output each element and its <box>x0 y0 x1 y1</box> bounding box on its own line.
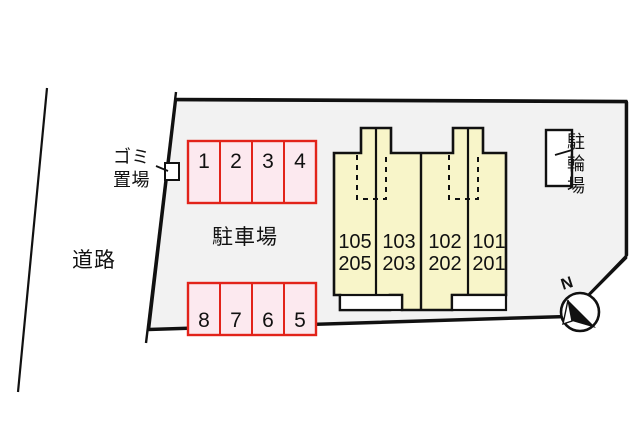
parking-stall-number: 8 <box>198 309 210 332</box>
road-outer-edge <box>16 87 49 393</box>
parking-stall-number: 6 <box>262 309 274 332</box>
bicycle-parking-char-2: 輪 <box>567 154 585 174</box>
compass-north-label: N <box>559 274 575 294</box>
garbage-area-label-line1: ゴミ <box>113 147 150 167</box>
entrance-notch-left <box>338 293 404 312</box>
parking-stall-number: 4 <box>294 150 306 173</box>
bicycle-parking-leader <box>554 149 573 156</box>
garbage-area-label-top: ゴミ <box>113 147 150 167</box>
parking-lot-label: 駐車場 <box>212 226 278 249</box>
compass-north-text: N <box>559 274 575 294</box>
unit-number-floor2: 201 <box>472 253 505 275</box>
garbage-area-label-line2: 置場 <box>113 170 150 190</box>
upper-parking-row: 1 2 3 4 <box>186 139 318 205</box>
parking-stall-number: 3 <box>262 150 274 173</box>
unit-number-floor1: 103 <box>382 231 415 253</box>
apartment-building: 105 103 102 101 205 203 202 201 <box>332 126 508 312</box>
parking-stall-number: 2 <box>230 150 242 173</box>
parking-stall-number: 7 <box>230 309 242 332</box>
bicycle-parking-char-3: 場 <box>567 176 585 196</box>
garbage-area-leader <box>155 165 169 172</box>
lower-parking-row: 8 7 6 5 <box>186 281 318 337</box>
bicycle-parking-area <box>544 128 574 188</box>
unit-number-floor2: 205 <box>338 253 371 275</box>
lot-top-edge <box>175 98 629 104</box>
compass-needle-light <box>562 299 573 326</box>
garbage-area-marker <box>164 162 180 181</box>
unit-number-floor1: 102 <box>428 231 461 253</box>
unit-number-floor2: 203 <box>382 253 415 275</box>
parking-stall-number: 5 <box>294 309 306 332</box>
entrance-notch-right <box>450 293 508 312</box>
parking-lot-label-text: 駐車場 <box>212 226 278 249</box>
stairwell-dashed-right <box>448 155 479 200</box>
road-label-text: 道路 <box>72 249 116 272</box>
bicycle-parking-label: 駐 <box>567 132 585 152</box>
unit-number-floor2: 202 <box>428 253 461 275</box>
road-label: 道路 <box>72 249 116 272</box>
garbage-area-label-bottom: 置場 <box>113 170 150 190</box>
bicycle-parking-label: 場 <box>567 176 585 196</box>
compass-rose: N <box>559 274 601 333</box>
lot-left-edge <box>144 91 178 344</box>
bicycle-parking-char-1: 駐 <box>567 132 585 152</box>
unit-number-floor1: 101 <box>472 231 505 253</box>
parking-stall-number: 1 <box>198 150 210 173</box>
stairwell-dashed-left <box>356 155 387 200</box>
bicycle-parking-label: 輪 <box>567 154 585 174</box>
unit-number-floor1: 105 <box>338 231 371 253</box>
compass-needle-dark <box>568 300 596 328</box>
